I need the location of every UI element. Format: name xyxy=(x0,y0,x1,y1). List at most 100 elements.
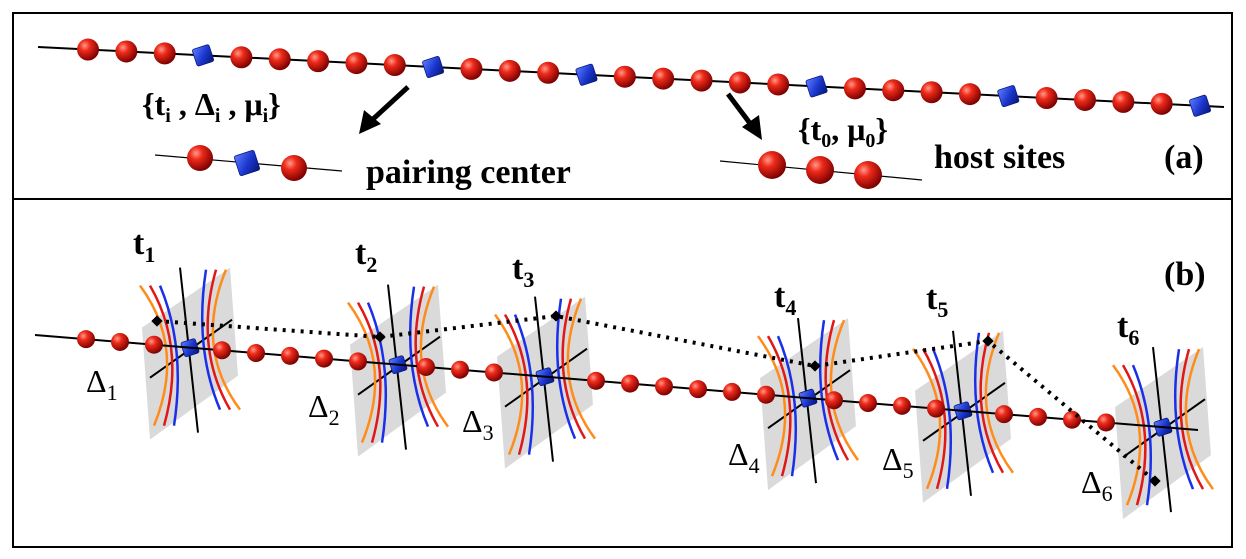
panel-b-frame xyxy=(12,198,1233,548)
hopping-path xyxy=(156,313,1157,483)
hopping-marker xyxy=(550,310,562,322)
host-site-sphere-icon xyxy=(1150,92,1173,115)
host-site-sphere-icon xyxy=(187,145,213,171)
t-label: t1 xyxy=(133,225,155,267)
host-site-sphere-icon xyxy=(153,42,176,65)
pairing-center-example xyxy=(187,145,307,181)
t-label: t6 xyxy=(1117,308,1139,350)
energy-plane-icon xyxy=(493,296,597,469)
host-site-sphere-icon xyxy=(417,357,435,376)
host-site-sphere-icon xyxy=(451,360,469,379)
host-site-sphere-icon xyxy=(349,352,367,371)
host-site-sphere-icon xyxy=(893,396,911,415)
delta-label: Δ3 xyxy=(462,403,494,445)
host-site-sphere-icon xyxy=(767,73,790,96)
host-site-sphere-icon xyxy=(345,52,368,75)
panel-a-tag: (a) xyxy=(1164,139,1204,176)
host-site-sphere-icon xyxy=(1073,88,1096,111)
pairing-center-label: pairing center xyxy=(366,154,571,191)
host-site-sphere-icon xyxy=(958,83,981,106)
host-site-sphere-icon xyxy=(920,81,943,104)
pairing-center-cube-icon xyxy=(997,85,1020,108)
pairing-center-parameters: {ti , Δi , μi} xyxy=(142,86,281,127)
host-site-sphere-icon xyxy=(268,48,291,71)
energy-plane-icon xyxy=(911,330,1015,503)
host-site-parameters: {t0, μ0} xyxy=(798,111,888,152)
host-site-sphere-icon xyxy=(315,349,333,368)
hopping-marker xyxy=(982,335,994,347)
host-site-sphere-icon xyxy=(281,346,299,365)
t-label: t4 xyxy=(774,278,796,320)
host-site-sphere-icon xyxy=(613,65,636,88)
host-site-sphere-icon xyxy=(882,79,905,102)
main-chain-sites xyxy=(77,330,1115,432)
delta-label: Δ4 xyxy=(728,436,760,478)
host-site-sphere-icon xyxy=(281,155,307,181)
host-site-sphere-icon xyxy=(77,330,95,349)
pointer-arrow-icon xyxy=(726,92,762,140)
delta-label: Δ1 xyxy=(86,363,118,405)
host-site-sphere-icon xyxy=(498,59,521,82)
host-site-sphere-icon xyxy=(758,151,786,179)
host-site-sphere-icon xyxy=(757,385,775,404)
energy-plane-icon xyxy=(346,284,450,457)
host-site-sphere-icon xyxy=(854,161,882,189)
host-site-sphere-icon xyxy=(728,71,751,94)
host-site-sphere-icon xyxy=(690,69,713,92)
panel-b-tag: (b) xyxy=(1164,256,1206,293)
host-site-sphere-icon xyxy=(825,391,843,410)
host-site-sphere-icon xyxy=(1035,87,1058,110)
host-site-sphere-icon xyxy=(621,374,639,393)
host-site-sphere-icon xyxy=(927,399,945,418)
pairing-center-cube-icon xyxy=(575,63,598,86)
pointer-arrow-icon xyxy=(359,85,410,134)
host-site-sphere-icon xyxy=(111,332,129,351)
t-label: t5 xyxy=(926,280,948,322)
t-label: t2 xyxy=(355,235,377,277)
hopping-marker xyxy=(374,331,386,343)
host-site-sphere-icon xyxy=(213,341,231,360)
host-site-sphere-icon xyxy=(1112,90,1135,113)
host-site-sphere-icon xyxy=(230,46,253,69)
host-site-sphere-icon xyxy=(460,57,483,80)
delta-label: Δ2 xyxy=(308,388,340,430)
pairing-center-cube-icon xyxy=(234,150,260,176)
host-site-sphere-icon xyxy=(655,377,673,396)
t-label: t3 xyxy=(512,250,534,292)
host-site-sphere-icon xyxy=(723,382,741,401)
host-site-sphere-icon xyxy=(1063,410,1081,429)
host-site-sphere-icon xyxy=(485,363,503,382)
host-site-sphere-icon xyxy=(652,67,675,90)
host-site-sphere-icon xyxy=(115,40,138,63)
host-site-sphere-icon xyxy=(859,394,877,413)
host-site-sphere-icon xyxy=(1029,407,1047,426)
host-sites-example xyxy=(758,151,882,189)
host-sites-label: host sites xyxy=(934,139,1065,176)
host-site-sphere-icon xyxy=(383,54,406,77)
host-site-sphere-icon xyxy=(145,335,163,354)
energy-plane-icon xyxy=(756,318,860,491)
host-site-sphere-icon xyxy=(843,77,866,100)
hopping-marker xyxy=(809,360,821,372)
energy-planes xyxy=(138,267,1215,520)
host-site-sphere-icon xyxy=(77,38,99,61)
energy-plane-icon xyxy=(1111,347,1215,520)
pairing-center-cube-icon xyxy=(1189,94,1211,117)
host-site-sphere-icon xyxy=(537,61,560,84)
pairing-center-cube-icon xyxy=(805,75,828,98)
panel-a: {ti , Δi , μi} {t0, μ0} pairing center h… xyxy=(37,38,1225,191)
host-site-sphere-icon xyxy=(995,405,1013,424)
host-site-sphere-icon xyxy=(247,344,265,363)
hopping-markers xyxy=(151,310,1161,487)
host-site-sphere-icon xyxy=(689,380,707,399)
pairing-center-cube-icon xyxy=(422,56,445,78)
host-site-sphere-icon xyxy=(806,156,834,184)
pairing-center-cube-icon xyxy=(192,44,215,67)
hopping-marker xyxy=(151,315,163,327)
host-site-sphere-icon xyxy=(587,371,605,390)
host-site-sphere-icon xyxy=(307,50,330,73)
delta-label: Δ6 xyxy=(1081,464,1113,506)
